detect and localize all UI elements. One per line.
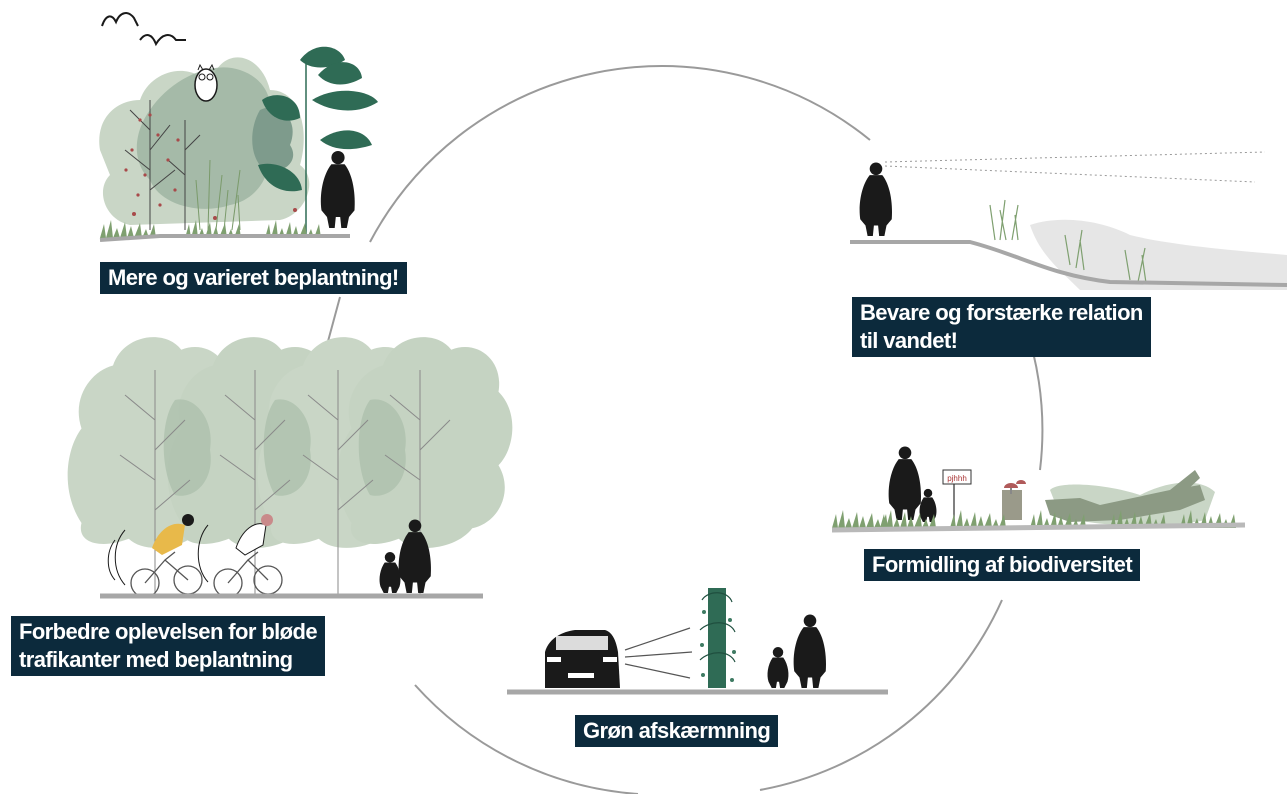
scene-vandet xyxy=(850,151,1287,290)
label-beplantning: Mere og varieret beplantning! xyxy=(100,262,407,294)
person-silhouette-icon xyxy=(320,151,355,228)
label-text: Mere og varieret beplantning! xyxy=(108,265,399,290)
label-text: trafikanter med beplantning xyxy=(19,647,293,672)
scene-trafikanter xyxy=(67,337,513,599)
car-icon xyxy=(545,630,620,688)
label-text: Bevare og forstærke relation xyxy=(860,300,1143,325)
log-icon xyxy=(1045,470,1205,522)
owl-icon xyxy=(194,63,218,102)
bird-icon xyxy=(101,12,139,27)
label-biodiversitet: Formidling af biodiversitet xyxy=(864,549,1141,581)
scene-biodiversitet: pjhhh xyxy=(831,446,1246,533)
scene-afskaermning xyxy=(507,588,888,695)
label-vandet: Bevare og forstærke relation til vandet! xyxy=(852,297,1151,357)
sign-icon: pjhhh xyxy=(942,469,972,522)
label-text: til vandet! xyxy=(860,328,958,353)
scene-beplantning xyxy=(99,12,378,242)
person-silhouette-icon xyxy=(859,162,892,236)
connecting-circle xyxy=(326,65,1044,794)
mushroom-icon xyxy=(1004,480,1026,494)
label-text: Forbedre oplevelsen for bløde xyxy=(19,619,318,644)
child-silhouette-icon xyxy=(379,552,401,593)
bird-icon xyxy=(139,34,186,47)
child-silhouette-icon xyxy=(767,647,789,688)
label-trafikanter: Forbedre oplevelsen for bløde trafikante… xyxy=(11,616,325,676)
ground-line xyxy=(99,234,350,242)
person-silhouette-icon xyxy=(888,446,921,520)
label-afskaermning: Grøn afskærmning xyxy=(575,715,779,747)
label-text: Formidling af biodiversitet xyxy=(872,552,1133,577)
person-silhouette-icon xyxy=(793,614,826,688)
sign-text: pjhhh xyxy=(947,474,967,483)
label-text: Grøn afskærmning xyxy=(583,718,771,743)
